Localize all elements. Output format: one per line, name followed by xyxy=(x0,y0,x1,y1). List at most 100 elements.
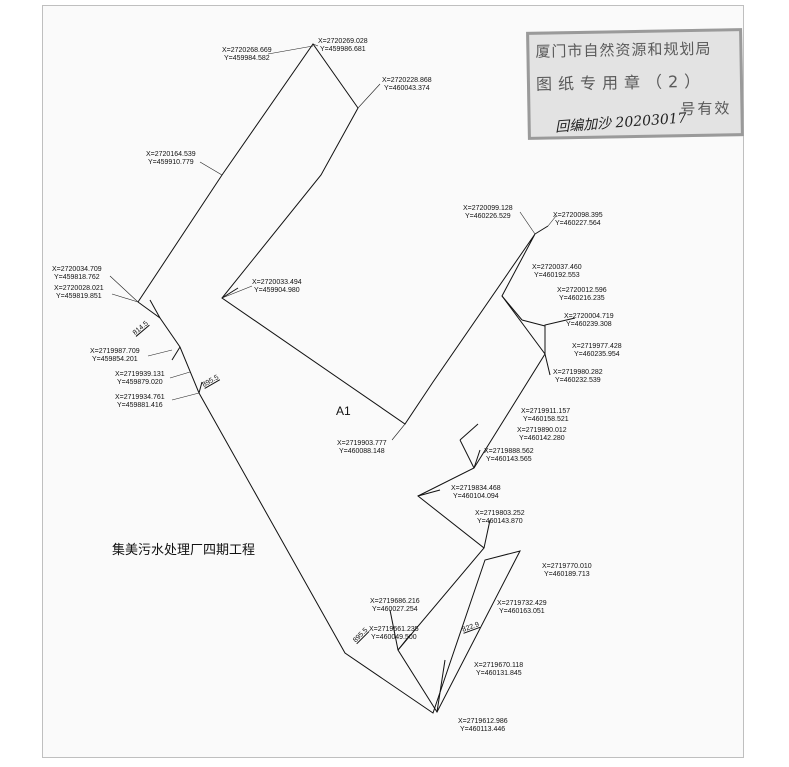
coordinate-x: X=2719670.118 xyxy=(474,662,524,669)
coordinate-y: Y=460088.148 xyxy=(337,447,385,455)
coordinate-x: X=2720228.868 xyxy=(382,77,432,84)
coordinate-label: X=2720037.460 Y=460192.553 xyxy=(532,264,582,279)
coordinate-label: X=2720268.669 Y=459984.582 xyxy=(222,47,272,62)
coordinate-label: X=2720012.596 Y=460216.235 xyxy=(557,287,607,302)
coordinate-x: X=2719612.986 xyxy=(458,718,508,725)
coordinate-y: Y=460189.713 xyxy=(542,570,590,578)
leader-9 xyxy=(171,392,200,401)
coordinate-label: X=2720269.028 Y=459986.681 xyxy=(318,38,368,53)
coordinate-x: X=2720099.128 xyxy=(463,205,513,212)
coordinate-y: Y=460216.235 xyxy=(557,294,605,302)
coordinate-x: X=2719977.428 xyxy=(572,343,622,350)
leader-8 xyxy=(169,371,191,379)
project-title: 集美污水处理厂四期工程 xyxy=(112,543,256,558)
leader-2 xyxy=(357,83,381,109)
edge-notch-p xyxy=(221,287,239,299)
coordinate-x: X=2720268.669 xyxy=(222,47,272,54)
coordinate-y: Y=460163.051 xyxy=(497,607,545,615)
edge-notch-i xyxy=(389,609,399,651)
leader-6 xyxy=(221,285,253,299)
edge-notch-n xyxy=(198,381,203,394)
coordinate-label: X=2719661.235 Y=460049.500 xyxy=(369,626,419,641)
stamp-line-3: 号有效 xyxy=(680,99,732,119)
leader-11 xyxy=(519,211,536,235)
coordinate-label: X=2719977.428 Y=460235.954 xyxy=(572,343,622,358)
coordinate-label: X=2719803.252 Y=460143.870 xyxy=(475,510,525,525)
coordinate-x: X=2719934.761 xyxy=(115,394,165,401)
edge-notch-l xyxy=(149,299,161,319)
coordinate-label: X=2720164.539 Y=459910.779 xyxy=(146,151,196,166)
coordinate-x: X=2719939.131 xyxy=(115,371,165,378)
coordinate-y: Y=459984.582 xyxy=(222,54,270,62)
edge-notch-e xyxy=(459,423,479,441)
coordinate-label: X=2720033.494 Y=459904.980 xyxy=(252,279,302,294)
stamp-line-1: 厦门市自然资源和规划局 xyxy=(535,39,712,61)
edge-notch-a xyxy=(501,295,523,321)
coordinate-label: X=2719670.118 Y=460131.845 xyxy=(474,662,523,677)
coordinate-label: X=2719770.010 Y=460189.713 xyxy=(542,563,592,578)
coordinate-y: Y=460043.374 xyxy=(382,84,430,92)
coordinate-y: Y=460158.521 xyxy=(521,415,569,423)
leader-4 xyxy=(109,275,139,303)
coordinate-x: X=2719834.468 xyxy=(451,485,501,492)
edge-notch-k xyxy=(436,659,446,713)
leader-12 xyxy=(547,215,557,227)
coordinate-y: Y=460235.954 xyxy=(572,350,620,358)
leader-10 xyxy=(391,423,406,441)
edge-notch-b xyxy=(521,319,546,327)
leader-5 xyxy=(111,293,139,303)
coordinate-x: X=2720098.395 xyxy=(553,212,603,219)
coordinate-label: X=2719888.562 Y=460143.565 xyxy=(484,448,534,463)
coordinate-y: Y=460131.845 xyxy=(474,669,522,677)
coordinate-y: Y=459819.851 xyxy=(54,292,102,300)
coordinate-x: X=2719987.709 xyxy=(90,348,140,355)
parcel-label: A1 xyxy=(336,404,351,418)
coordinate-y: Y=459910.779 xyxy=(146,158,194,166)
coordinate-x: X=2720012.596 xyxy=(557,287,607,294)
leader-3 xyxy=(199,161,223,176)
coordinate-y: Y=460232.539 xyxy=(553,376,601,384)
coordinate-label: X=2719732.429 Y=460163.051 xyxy=(497,600,547,615)
edge-notch-c xyxy=(544,353,551,376)
edge-notch-o xyxy=(534,225,549,235)
edge-notch-j xyxy=(397,634,411,651)
coordinate-x: X=2720028.021 xyxy=(54,285,104,292)
edge-notch-m xyxy=(171,346,181,361)
coordinate-y: Y=460192.553 xyxy=(532,271,580,279)
coordinate-y: Y=459904.980 xyxy=(252,286,300,294)
coordinate-x: X=2720269.028 xyxy=(318,38,368,45)
coordinate-y: Y=459879.020 xyxy=(115,378,163,386)
parcel-inner-edges xyxy=(544,317,576,354)
leader-0 xyxy=(312,43,319,47)
edge-notch-h xyxy=(483,519,491,549)
coordinate-x: X=2719770.010 xyxy=(542,563,592,570)
coordinate-y: Y=460113.446 xyxy=(458,725,506,733)
coordinate-y: Y=460227.564 xyxy=(553,219,601,227)
coordinate-label: X=2719934.761 Y=459881.416 xyxy=(115,394,165,409)
coordinate-x: X=2720004.719 xyxy=(564,313,614,320)
coordinate-x: X=2719888.562 xyxy=(484,448,534,455)
coordinate-label: X=2720028.021 Y=459819.851 xyxy=(54,285,104,300)
stamp-line-2: 图纸专用章（2） xyxy=(535,71,707,94)
coordinate-x: X=2719911.157 xyxy=(521,408,571,415)
coordinate-label: X=2719834.468 Y=460104.094 xyxy=(451,485,501,500)
coordinate-x: X=2720034.709 xyxy=(52,266,102,273)
coordinate-y: Y=460049.500 xyxy=(369,633,417,641)
coordinate-y: Y=459986.681 xyxy=(318,45,366,53)
coordinate-y: Y=460143.870 xyxy=(475,517,523,525)
coordinate-x: X=2719732.429 xyxy=(497,600,547,607)
coordinate-label: X=2719686.216 Y=460027.254 xyxy=(370,598,420,613)
coordinate-label: X=2719987.709 Y=459854.201 xyxy=(90,348,140,363)
edge-notch-d xyxy=(459,439,475,469)
coordinate-label: X=2720004.719 Y=460239.308 xyxy=(564,313,614,328)
coordinate-y: Y=459881.416 xyxy=(115,401,163,409)
coordinate-x: X=2719803.252 xyxy=(475,510,525,517)
coordinate-y: Y=459818.762 xyxy=(52,273,100,281)
coordinate-x: X=2719890.012 xyxy=(517,427,567,434)
coordinate-y: Y=460143.565 xyxy=(484,455,532,463)
coordinate-label: X=2719612.986 Y=460113.446 xyxy=(458,718,508,733)
coordinate-y: Y=460226.529 xyxy=(463,212,511,220)
parcel-outline-path xyxy=(137,43,546,714)
coordinate-label: X=2719903.777 Y=460088.148 xyxy=(337,440,387,455)
coordinate-y: Y=460104.094 xyxy=(451,492,499,500)
